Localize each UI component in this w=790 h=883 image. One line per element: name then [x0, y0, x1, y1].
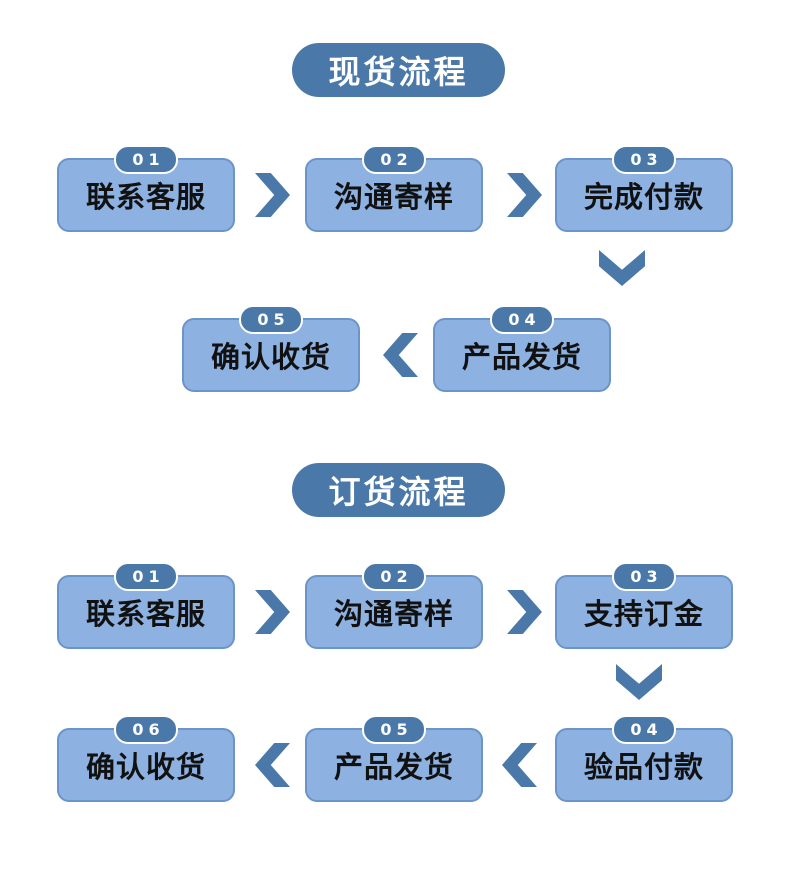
flow2-step-5-number: 05 — [362, 715, 426, 744]
flow1-step-5: 05 确认收货 — [182, 305, 360, 392]
flow2-step-6: 06 确认收货 — [57, 715, 235, 802]
flow1-step-3: 03 完成付款 — [555, 145, 733, 232]
flow2-step-5: 05 产品发货 — [305, 715, 483, 802]
flow1-title: 现货流程 — [292, 43, 505, 97]
flow2-step-1-label: 联系客服 — [85, 597, 206, 631]
flow1-step-4: 04 产品发货 — [433, 305, 611, 392]
flow1-step-1: 01 联系客服 — [57, 145, 235, 232]
flow1-step-2-label: 沟通寄样 — [333, 180, 454, 214]
flow1-step-1-number: 01 — [114, 145, 178, 174]
arrow-left-icon — [383, 333, 418, 377]
flow2-step-6-label: 确认收货 — [85, 750, 206, 784]
flow2-step-4: 04 验品付款 — [555, 715, 733, 802]
flow1-step-3-label: 完成付款 — [583, 180, 704, 214]
flow2-step-4-label: 验品付款 — [583, 750, 704, 784]
flow2-step-3-number: 03 — [612, 562, 676, 591]
flow2-step-3-label: 支持订金 — [583, 597, 704, 631]
flow1-step-5-label: 确认收货 — [210, 340, 331, 374]
arrow-left-icon — [502, 743, 537, 787]
arrow-right-icon — [507, 173, 542, 217]
arrow-right-icon — [507, 590, 542, 634]
flow2-step-1: 01 联系客服 — [57, 562, 235, 649]
arrow-right-icon — [255, 590, 290, 634]
flow1-step-2-number: 02 — [362, 145, 426, 174]
flow1-step-1-label: 联系客服 — [85, 180, 206, 214]
flow1-step-4-number: 04 — [490, 305, 554, 334]
flow1-step-3-number: 03 — [612, 145, 676, 174]
flow2-title: 订货流程 — [292, 463, 505, 517]
arrow-left-icon — [255, 743, 290, 787]
flow2-step-6-number: 06 — [114, 715, 178, 744]
flow1-step-5-number: 05 — [239, 305, 303, 334]
arrow-down-icon — [616, 664, 662, 700]
flow1-step-4-label: 产品发货 — [461, 340, 582, 374]
flow2-step-1-number: 01 — [114, 562, 178, 591]
flow2-step-4-number: 04 — [612, 715, 676, 744]
flow2-step-3: 03 支持订金 — [555, 562, 733, 649]
arrow-down-icon — [599, 250, 645, 286]
flow2-step-2: 02 沟通寄样 — [305, 562, 483, 649]
flow1-step-2: 02 沟通寄样 — [305, 145, 483, 232]
flow2-step-5-label: 产品发货 — [333, 750, 454, 784]
flow2-step-2-number: 02 — [362, 562, 426, 591]
arrow-right-icon — [255, 173, 290, 217]
flow2-step-2-label: 沟通寄样 — [333, 597, 454, 631]
